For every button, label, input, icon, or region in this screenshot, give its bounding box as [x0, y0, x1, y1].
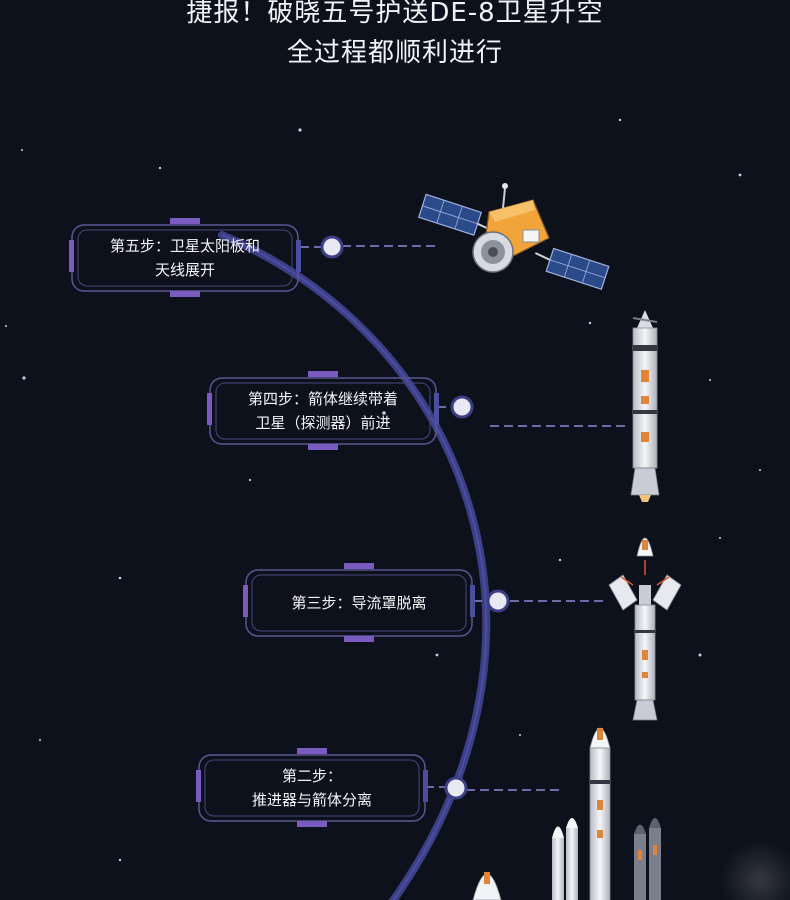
frame-step2	[196, 748, 428, 827]
satellite-illustration	[417, 183, 610, 290]
starfield	[5, 118, 761, 862]
frame-step4	[207, 371, 439, 450]
node-step3	[486, 589, 510, 613]
rocket-stage2	[472, 727, 661, 900]
frame-step3	[243, 563, 475, 642]
headline-line2: 全过程都顺利进行	[286, 38, 503, 68]
step3-line1: 第三步：导流罩脱离	[291, 594, 427, 612]
step2-label: 第二步： 推进器与箭体分离	[199, 755, 425, 821]
step4-label: 第四步：箭体继续带着 卫星（探测器）前进	[210, 378, 436, 444]
headline-line1: 捷报！破晓五号护送DE-8卫星升空	[186, 0, 604, 28]
step5-label: 第五步：卫星太阳板和 天线展开	[72, 225, 298, 291]
step4-line2: 卫星（探测器）前进	[255, 414, 391, 432]
step5-line2: 天线展开	[154, 261, 215, 279]
node-step4	[450, 395, 474, 419]
frame-step5	[69, 218, 301, 297]
rocket-stage3	[608, 537, 682, 721]
step2-line2: 推进器与箭体分离	[251, 791, 372, 809]
orbit-nodes	[320, 235, 510, 800]
connector-lines	[300, 245, 625, 791]
step2-line1: 第二步：	[281, 767, 342, 785]
rocket-stage4	[630, 310, 660, 502]
node-step5	[320, 235, 344, 259]
step3-label: 第三步：导流罩脱离	[246, 570, 472, 636]
step4-line1: 第四步：箭体继续带着	[247, 390, 398, 408]
node-step2	[444, 776, 468, 800]
step5-line1: 第五步：卫星太阳板和	[109, 237, 260, 255]
